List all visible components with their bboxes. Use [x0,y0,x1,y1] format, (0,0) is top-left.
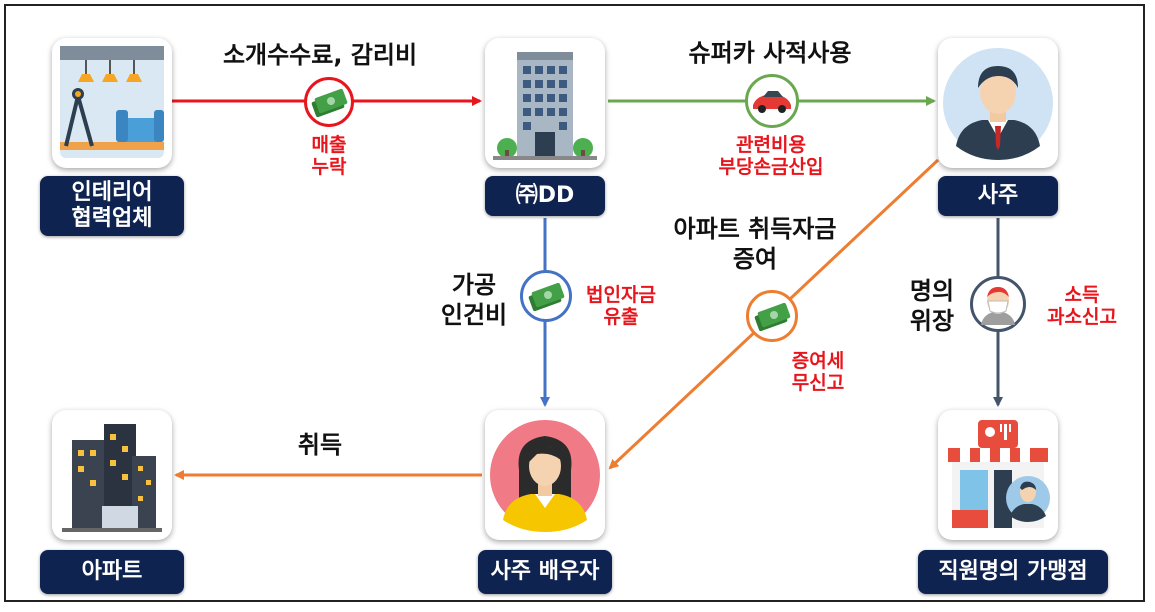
spouse-label: 사주 배우자 [478,550,612,594]
title-line: 명의 [909,277,955,305]
note-line: 매출 [311,134,347,156]
edge-spouse-apartment-title: 취득 [297,431,343,459]
interior-partner-card [52,38,172,168]
store-card [938,410,1058,540]
masked-person-badge [970,276,1026,332]
note-line: 유출 [603,306,639,328]
edge-owner-store-note: 소득 과소신고 [1032,284,1132,328]
note-line: 누락 [311,156,347,178]
businesswoman-icon [490,420,600,532]
office-building-icon [493,52,597,160]
interior-label-line1: 인테리어 [71,180,153,205]
owner-card [938,38,1058,168]
note-line: 소득 [1064,284,1100,306]
owner-label: 사주 [938,176,1058,216]
spouse-card [485,410,605,540]
note-line: 무신고 [791,372,845,394]
edge-owner-store-title: 명의 위장 [892,276,972,336]
interior-label-line2: 협력업체 [71,206,153,231]
money-icon [528,282,565,312]
edge-owner-spouse-title: 아파트 취득자금 증여 [640,214,870,274]
note-line: 관련비용 [736,134,806,156]
edge-interior-company-note: 매출 누락 [294,134,364,178]
company-card [485,38,605,168]
money-badge-3 [746,290,798,342]
money-badge-2 [520,270,572,322]
masked-person-icon [981,287,1015,325]
interior-design-icon [60,46,164,158]
money-icon [311,88,348,118]
note-line: 부당손금산입 [718,156,824,178]
apartment-label: 아파트 [40,550,184,594]
title-line: 가공 [451,271,497,299]
note-line: 과소신고 [1047,306,1117,328]
apartment-card [52,410,172,540]
note-line: 증여세 [791,350,845,372]
car-badge [745,74,799,128]
title-line: 위장 [909,307,955,335]
edge-owner-spouse-note: 증여세 무신고 [776,350,860,394]
note-line: 법인자금 [586,284,656,306]
businessman-icon [943,48,1053,160]
money-icon [754,302,791,332]
restaurant-store-icon [948,420,1050,528]
title-line: 아파트 취득자금 [673,215,837,243]
money-badge-1 [304,77,354,127]
sports-car-icon [753,91,791,113]
edge-company-spouse-note: 법인자금 유출 [575,284,667,328]
company-label: ㈜DD [485,176,605,216]
edge-company-owner-title: 슈퍼카 사적사용 [688,39,852,67]
title-line: 인건비 [440,301,508,329]
edge-company-spouse-title: 가공 인건비 [424,270,524,330]
title-line: 증여 [732,245,778,273]
edge-interior-company-title: 소개수수료, 감리비 [222,41,418,69]
apartment-building-icon [62,424,162,532]
edge-company-owner-note: 관련비용 부당손금산입 [696,134,846,178]
diagram-frame [4,4,1145,602]
store-label: 직원명의 가맹점 [918,550,1108,594]
